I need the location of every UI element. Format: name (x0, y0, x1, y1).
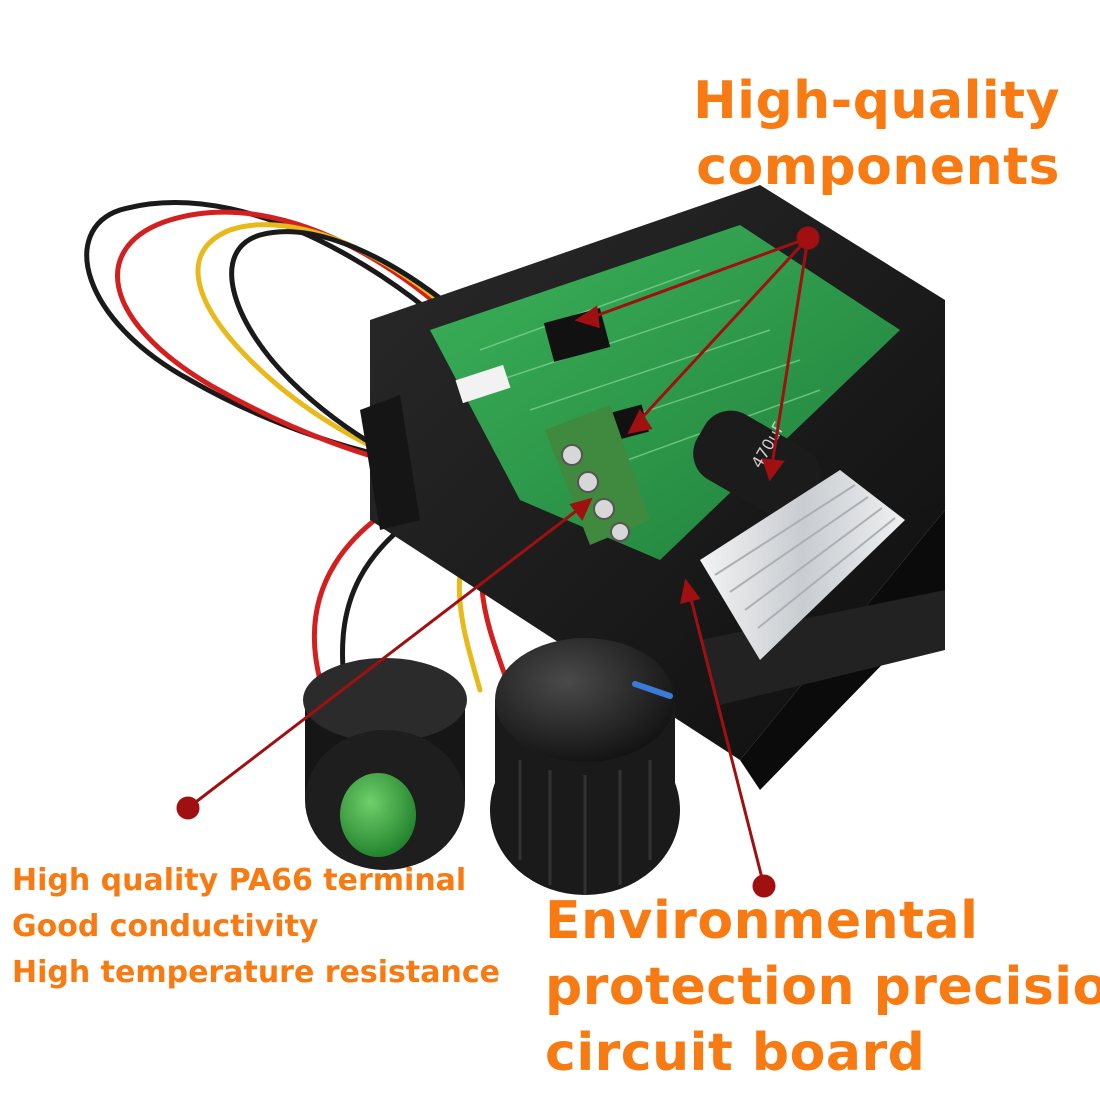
caption-right-line-1: Environmental (545, 891, 979, 951)
annotation-arrows (176, 226, 820, 898)
caption-circuit-board: Environmental protection precision circu… (545, 888, 1100, 1086)
wire-connector (455, 364, 511, 404)
caption-right-line-2: protection precision (545, 957, 1100, 1017)
caption-terminal: High quality PA66 terminal Good conducti… (12, 858, 500, 996)
screw-terminal-block (545, 405, 650, 545)
caption-top-line-1: High-quality (693, 71, 1060, 131)
power-button (303, 658, 467, 870)
caption-top-line-2: components (696, 137, 1060, 197)
speed-knob (490, 638, 680, 895)
caption-high-quality-components: High-quality components (693, 68, 1060, 200)
caption-left-line-1: High quality PA66 terminal (12, 863, 467, 898)
heatsink (700, 470, 905, 660)
caption-right-line-3: circuit board (545, 1023, 926, 1083)
caption-left-line-2: Good conductivity (12, 909, 319, 944)
caption-left-line-3: High temperature resistance (12, 955, 500, 990)
